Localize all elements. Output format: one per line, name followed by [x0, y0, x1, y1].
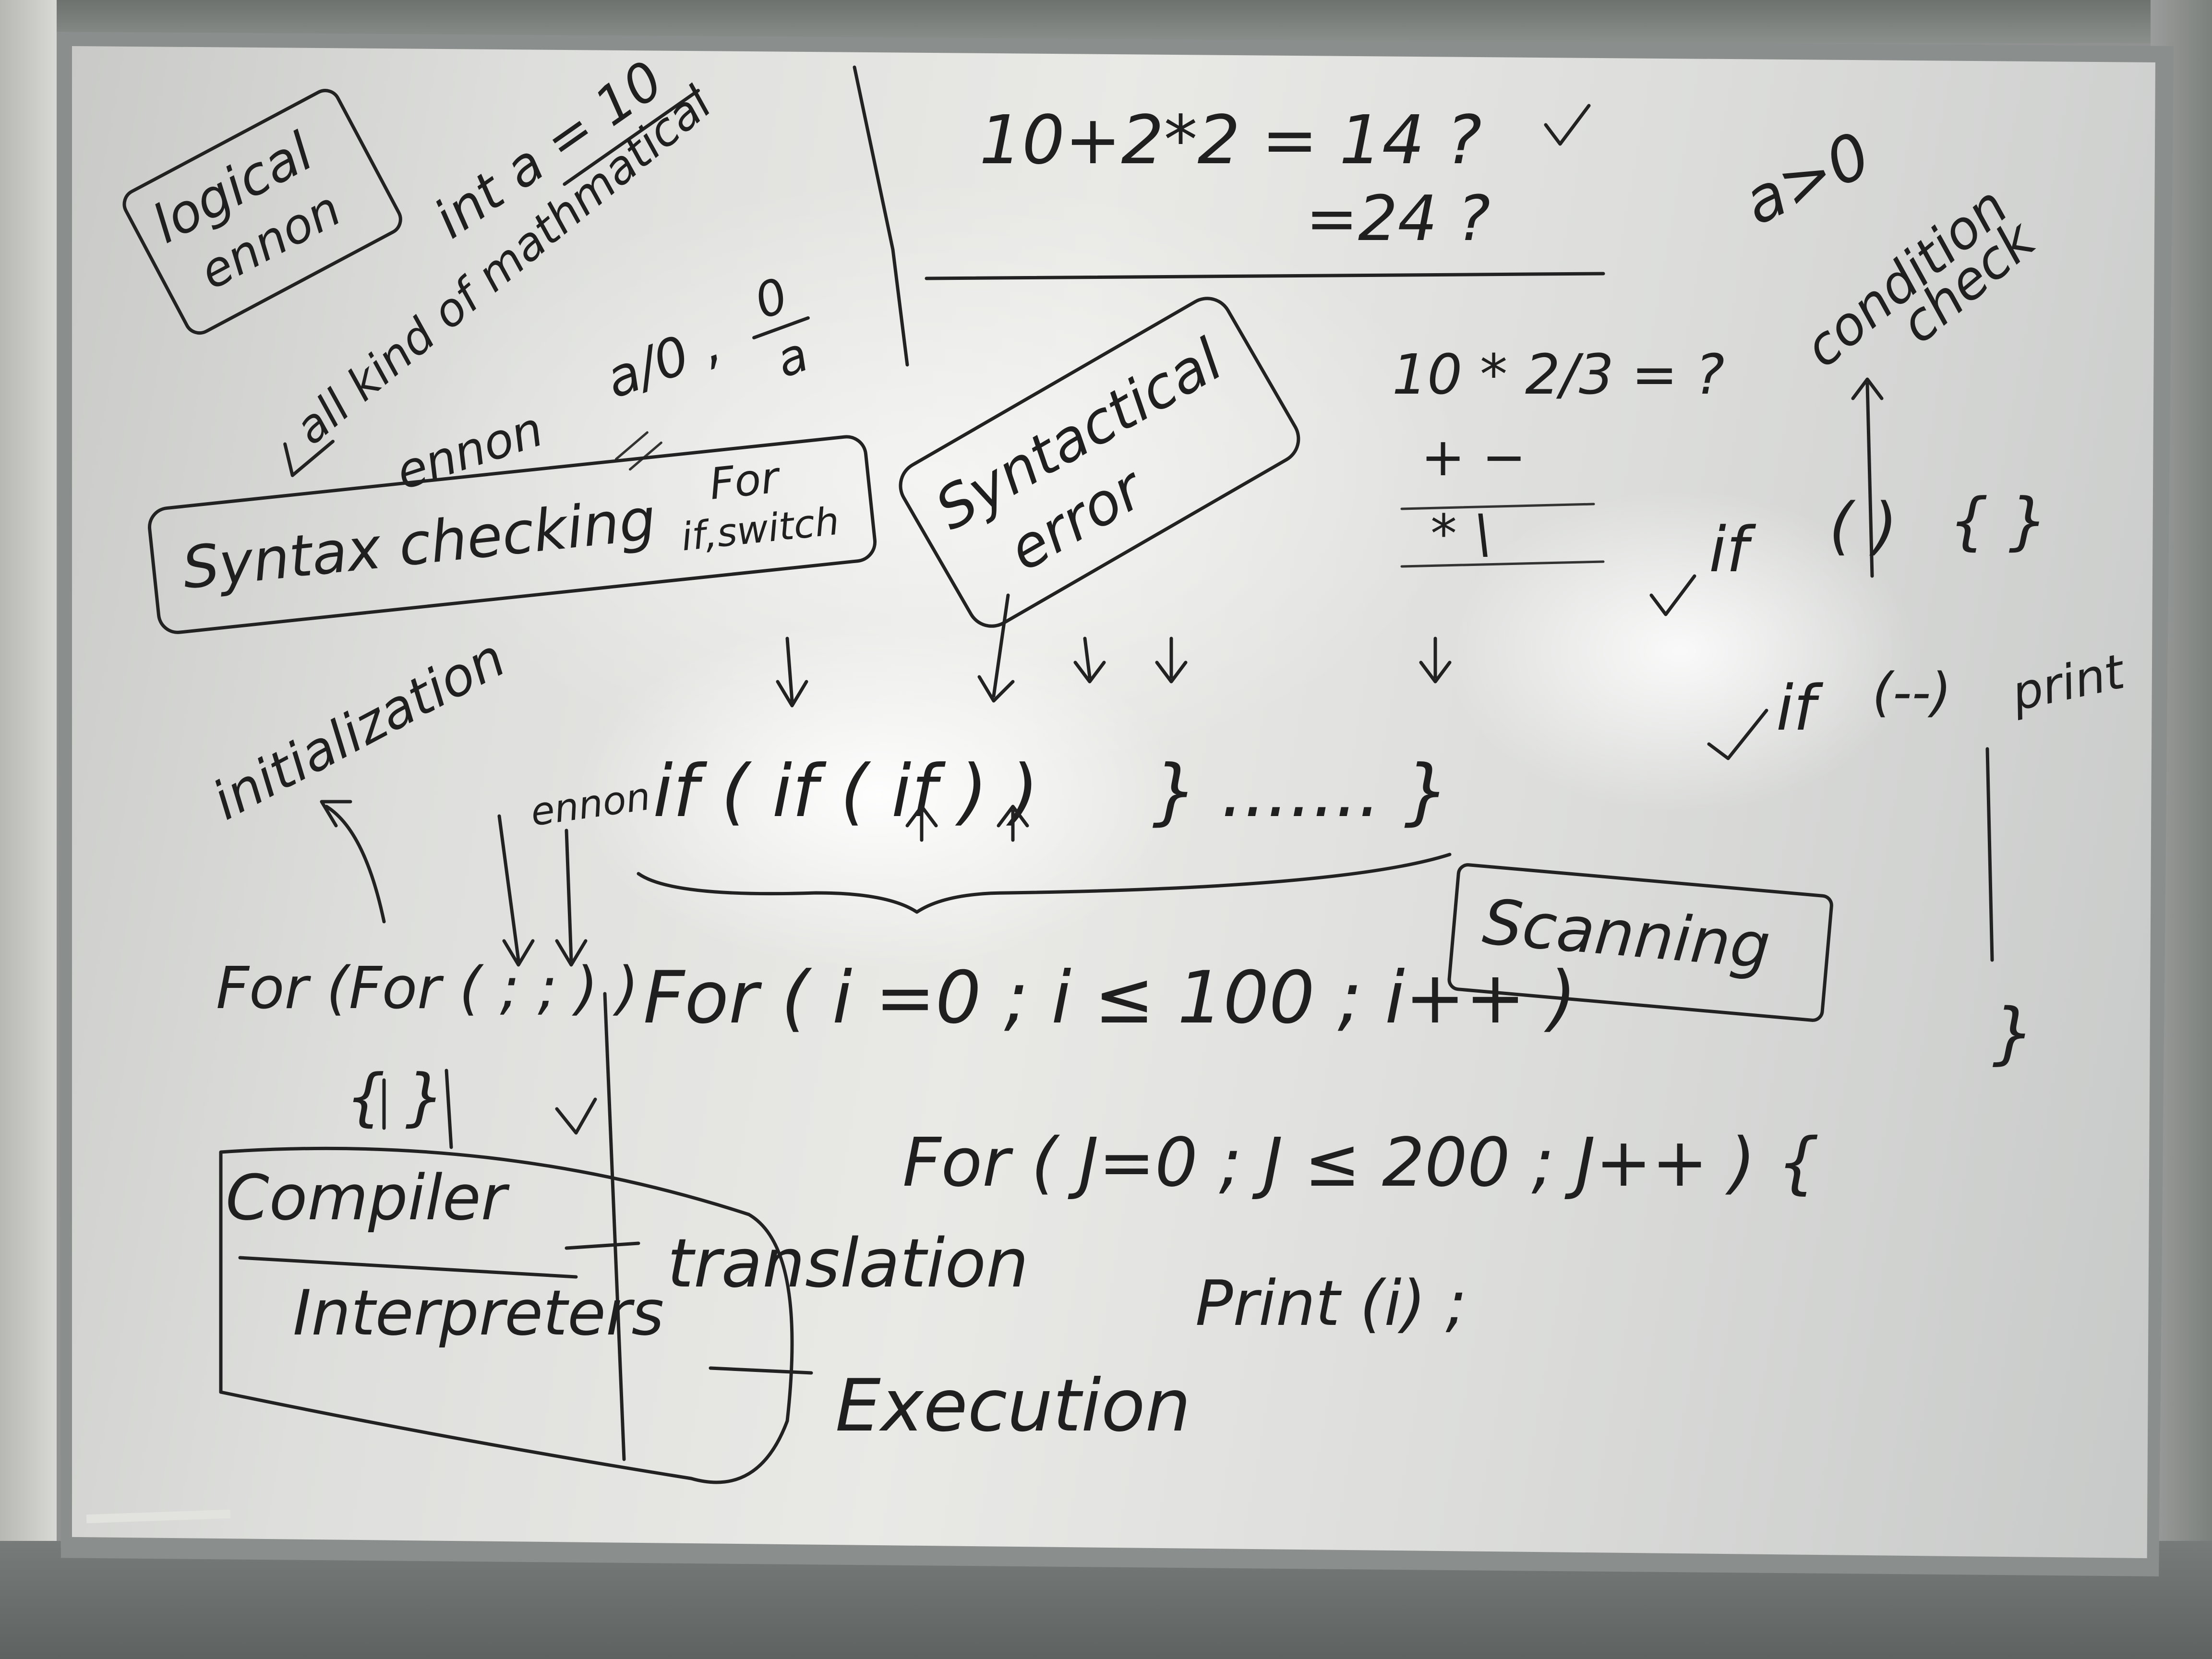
scan-arrow-5	[1419, 637, 1452, 684]
check-mark-eq	[1544, 104, 1591, 146]
whiteboard-surface	[72, 46, 2155, 1558]
if-switch-label: if,switch	[679, 499, 842, 560]
for-nested-text: For (For ( ; ; ) )	[216, 955, 639, 1022]
horizontal-divider	[925, 272, 1605, 280]
paren-right-2: (--)	[1872, 661, 1951, 723]
check-mark-if-2	[1707, 709, 1768, 760]
arrow-to-mathmatical	[283, 440, 335, 477]
compiler-interpreter-box	[219, 1146, 794, 1484]
print-body-line	[1985, 747, 1994, 962]
interpreters-text: Interpreters	[293, 1276, 664, 1349]
scan-arrow-3	[1073, 637, 1106, 684]
brace-ticks	[382, 1069, 453, 1149]
compiler-text: Compiler	[226, 1161, 510, 1234]
up-arrow-2	[997, 805, 1029, 842]
braces-left: { }	[346, 1060, 445, 1133]
brace-dots: } ....... }	[1152, 750, 1450, 833]
initialization-text: initialization	[203, 627, 515, 832]
syntactical-error-box	[899, 297, 1300, 628]
execution-text: Execution	[835, 1364, 1191, 1448]
error-label-3: ennon	[528, 774, 653, 835]
zero-over-a-den: a	[769, 326, 816, 389]
ops-line-2	[1400, 560, 1605, 568]
scanning-box	[1447, 863, 1833, 1022]
operators-plus-minus: + −	[1421, 426, 1526, 488]
scan-arrow-1	[776, 637, 808, 708]
equation-24: =24 ?	[1306, 182, 1491, 255]
fraction-bar	[752, 316, 810, 339]
syntax-checking-box	[148, 435, 877, 634]
all-kind-text: all kind of mathmatical	[285, 77, 721, 455]
equal-marks	[614, 431, 662, 471]
syntax-checking-text: Syntax checking	[180, 486, 659, 602]
scan-arrow-2	[977, 593, 1015, 703]
wall-left	[0, 0, 57, 1659]
initialization-arrow	[320, 800, 386, 924]
translation-dash	[565, 1241, 640, 1250]
compiler-vertical-line	[603, 992, 626, 1461]
equation-14: 10+2*2 = 14 ?	[979, 101, 1482, 180]
translation-text: translation	[667, 1225, 1029, 1303]
print-right: print	[2007, 643, 2131, 721]
arrow-to-condition	[1851, 377, 1884, 578]
if-right-2: if	[1776, 672, 1824, 745]
compiler-underline	[238, 1256, 578, 1279]
a-zero-text: a/0 ,	[598, 313, 729, 410]
up-arrow-1	[905, 805, 938, 842]
ops-line-1	[1400, 503, 1595, 510]
if-right-1: if	[1709, 513, 1756, 586]
right-brace-end: }	[1992, 994, 2035, 1072]
underbrace	[637, 853, 1452, 914]
vertical-divider	[853, 65, 909, 367]
execution-dash	[709, 1366, 813, 1375]
for-label: For	[707, 452, 783, 510]
error-arrow-1	[497, 814, 535, 967]
zero-over-a-num: 0	[747, 267, 795, 330]
check-mark-if	[1649, 574, 1696, 616]
int-a-underline	[563, 89, 700, 186]
a-greater-zero: a>0	[1732, 118, 1881, 239]
error-label-2: ennon	[389, 401, 550, 501]
error-arrow-2	[555, 829, 588, 967]
print-i-text: Print (i) ;	[1195, 1267, 1467, 1340]
for-j-text: For ( J=0 ; J ≤ 200 ; J++ ) {	[902, 1124, 1820, 1202]
nested-if-text: if ( if ( if ) )	[653, 750, 1039, 833]
braces-right: { }	[1949, 484, 2048, 557]
check-mark-for	[555, 1097, 597, 1135]
equation-10-2-3: 10 * 2/3 = ?	[1392, 343, 1725, 407]
paren-right-1: ( )	[1829, 489, 1898, 562]
scan-arrow-4	[1155, 637, 1188, 684]
for-i-text: For ( i =0 ; i ≤ 100 ; i++ )	[643, 956, 1576, 1040]
logical-error-box	[122, 89, 402, 335]
operators-mul-div: * \	[1431, 503, 1491, 565]
